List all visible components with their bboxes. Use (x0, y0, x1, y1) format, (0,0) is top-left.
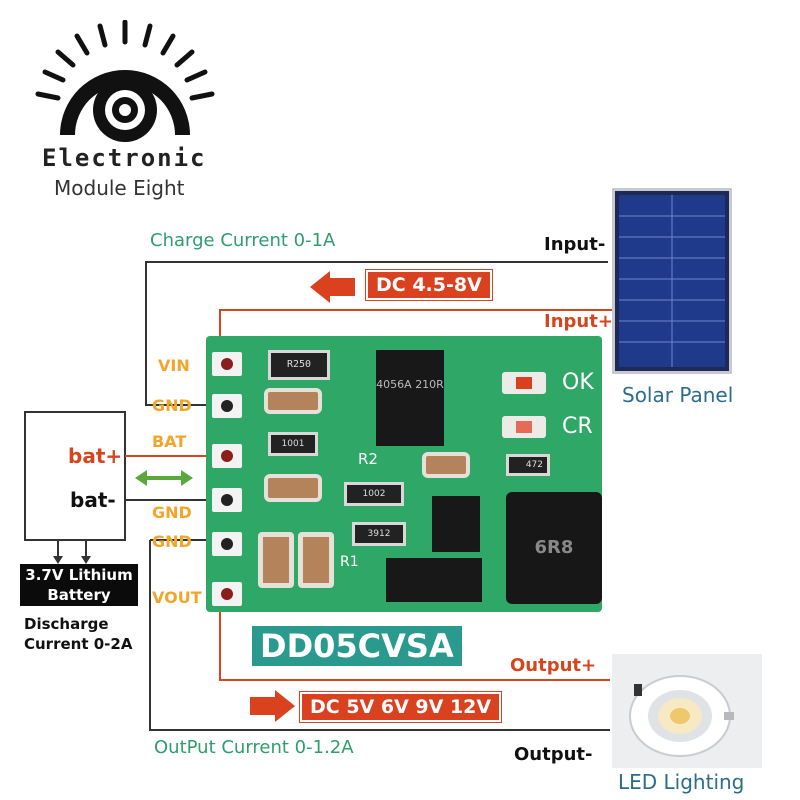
battery-plus-label: bat+ (68, 444, 123, 468)
boost-ic (432, 496, 480, 552)
pin-pad-vin (212, 352, 242, 376)
output-direction-arrow-icon (250, 690, 295, 722)
pin-pad-gnd-2 (212, 488, 242, 512)
output-capacitor-2 (298, 532, 334, 588)
inductor: 6R8 (506, 492, 602, 604)
pin-pad-vout (212, 582, 242, 606)
pin-pad-bat (212, 444, 242, 468)
solar-panel-caption: Solar Panel (622, 383, 734, 407)
pin-label-vin: VIN (158, 356, 190, 375)
input-voltage-banner: DC 4.5-8V (366, 270, 492, 300)
charger-ic: 4056A 210R (376, 350, 444, 446)
logo-emblem-icon (35, 19, 215, 142)
led-light-image (612, 654, 762, 768)
capacitor-2 (264, 474, 322, 502)
solar-panel-icon (619, 195, 725, 367)
solar-panel-image (612, 188, 732, 374)
output-plus-label: Output+ (510, 655, 597, 676)
resistor-r250: R250 (268, 350, 330, 380)
output-current-label: OutPut Current 0-1.2A (154, 737, 354, 758)
pcb-board: R250 4056A 210R 1001 R2 1002 3912 OK CR … (206, 336, 602, 612)
capacitor-1 (264, 388, 322, 414)
cr-silkscreen: CR (562, 414, 593, 439)
logo-subtitle: Module Eight (54, 176, 185, 200)
resistor-3912: 3912 (352, 522, 406, 546)
discharge-current-label: Discharge Current 0-2A (24, 615, 133, 653)
model-name: DD05CVSA (252, 626, 462, 666)
battery-label-box: 3.7V Lithium Battery (20, 564, 138, 606)
ref-r2: R2 (358, 450, 378, 468)
resistor-1002: 1002 (344, 482, 404, 506)
resistor-472: 472 (506, 454, 550, 476)
pin-pad-gnd-3 (212, 532, 242, 556)
brand-logo: Electronic Module Eight (30, 19, 220, 210)
pin-label-gnd-2: GND (152, 503, 192, 522)
ok-silkscreen: OK (562, 370, 594, 395)
pin-label-gnd-1: GND (152, 396, 192, 415)
battery-minus-label: bat- (70, 488, 116, 512)
input-minus-label: Input- (544, 234, 606, 255)
led-ok (502, 372, 546, 394)
led-lamp-icon (629, 675, 734, 757)
output-minus-label: Output- (514, 744, 593, 765)
resistor-1001: 1001 (268, 432, 318, 456)
ref-r1: R1 (340, 554, 359, 570)
input-direction-arrow-icon (310, 271, 355, 303)
output-voltage-banner: DC 5V 6V 9V 12V (300, 692, 502, 722)
output-capacitor-1 (258, 532, 294, 588)
pin-pad-gnd-1 (212, 394, 242, 418)
pin-label-vout: VOUT (152, 588, 202, 607)
capacitor-3 (422, 452, 470, 478)
logo-title: Electronic (42, 144, 207, 172)
input-plus-label: Input+ (544, 311, 613, 332)
diode (386, 558, 482, 602)
charge-current-label: Charge Current 0-1A (150, 230, 336, 251)
pin-label-gnd-3: GND (152, 532, 192, 551)
pin-label-bat: BAT (152, 432, 187, 451)
led-cr (502, 416, 546, 438)
led-lighting-caption: LED Lighting (618, 770, 745, 794)
